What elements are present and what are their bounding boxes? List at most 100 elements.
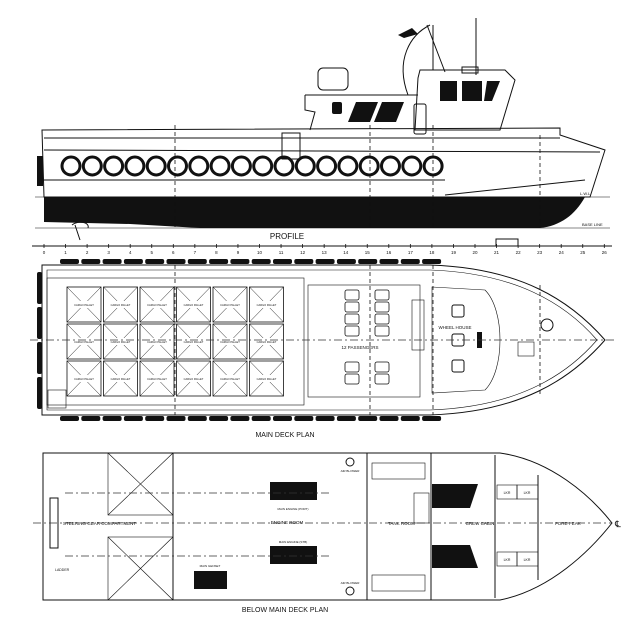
life-raft [317,67,349,91]
frame-label: 2 [86,250,89,255]
deck-fender [251,259,271,264]
cargo-pallet: CARGO PALLET [66,323,102,360]
pallet-label: CARGO PALLET [220,303,240,307]
frame-label: 19 [451,250,457,255]
pallet-label: CARGO PALLET [111,340,131,344]
genset [194,571,227,589]
frame-label: 25 [580,250,586,255]
deck-fender [230,416,250,421]
fender-tire [145,155,167,177]
frame-label: 18 [429,250,435,255]
engine-room-label: ENGINE ROOM [271,520,304,525]
pallet-label: CARGO PALLET [147,340,167,344]
tank-room-label: TANK ROOM [388,521,415,526]
cargo-pallet: CARGO PALLET [139,323,175,360]
below-deck-title: BELOW MAIN DECK PLAN [242,607,328,614]
frame-label: 7 [194,250,197,255]
ladder [281,132,301,160]
pallet-label: CARGO PALLET [74,340,94,344]
fender-tire [81,155,103,177]
helm-seat [451,359,465,373]
deck-fender [273,416,292,421]
frame-label: 10 [257,250,263,255]
stern-fender [37,377,42,409]
fender-tire [188,155,210,177]
deck-fender [336,259,356,264]
deck-fender [379,416,399,421]
frame-label: 3 [107,250,110,255]
pallet-label: CARGO PALLET [257,340,277,344]
passenger-seat [374,325,390,337]
stern-fender [37,272,42,304]
helm-seat [451,304,465,318]
deckhouse-window [348,102,404,122]
fender-tire [380,155,401,177]
passenger-seat [344,289,360,301]
deck-fender [379,259,399,264]
genset-label: MAIN GENSET [200,564,221,568]
deck-fender [187,259,207,264]
lkr-label: LKR [504,558,511,562]
frame-label: 20 [472,250,478,255]
cargo-pallet: CARGO PALLET [103,323,138,360]
deck-fender [81,259,101,264]
pallet-label: CARGO PALLET [74,303,94,307]
pallet-label: CARGO PALLET [147,377,167,381]
passenger-seats [344,289,390,385]
pallet-label: CARGO PALLET [111,303,131,307]
fender-tire [273,155,295,177]
frame-label: 17 [408,250,414,255]
passengers-label: 12 PASSENGERS [342,345,379,350]
cargo-pallet: CARGO PALLET [66,286,102,323]
frame-label: 8 [215,250,218,255]
locker [516,551,539,567]
deck-fender [123,259,143,264]
deck-fender [123,416,143,421]
passenger-seat [374,373,390,385]
crew-cabin-label: CREW CABIN [466,521,495,526]
deck-fender [294,416,314,421]
air-blower-label: AIR BLOWER [341,469,361,473]
stern-fender [37,307,42,339]
store [47,389,67,409]
deckhouse [304,94,418,131]
lwl-label: L.W.L. [580,191,591,196]
steering-label: STEERING GEAR COMPARTMENT [63,521,136,526]
fender-tire [167,155,188,177]
deck-fender [81,416,101,421]
deck-fender [358,416,378,421]
frame-label: 16 [386,250,392,255]
deck-fender [422,259,442,264]
passenger-seat [374,289,390,301]
fresh-water-tank [371,462,426,480]
deck-fender [209,416,229,421]
deck-fender [145,259,165,264]
cargo-pallet-grid: CARGO PALLET CARGO PALLET CARGO PALLET CARG… [66,286,284,397]
fender-tire [294,155,316,177]
door [413,103,427,135]
wheelhouse-window [462,81,482,101]
fender-tire [337,155,359,177]
wheelhouse-window [440,81,457,101]
deck-fender [102,416,122,421]
frame-label: 23 [537,250,543,255]
sheer-line [43,149,601,153]
deck-fender [294,259,314,264]
stairs [411,299,425,351]
wheelhouse-plan [431,286,501,394]
crew-ladder [413,492,430,524]
passenger-seat [344,313,360,325]
fender-tire [422,155,444,177]
fresh-water-tank [371,574,426,592]
pallet-label: CARGO PALLET [220,377,240,381]
passenger-seat [344,361,360,373]
cargo-deck [46,277,305,406]
deck-fender [60,416,79,421]
cargo-pallet: CARGO PALLET [66,360,102,397]
rescue-boat [517,341,535,357]
stern-fender [37,156,43,186]
mast [426,24,446,73]
frame-label: 6 [172,250,175,255]
